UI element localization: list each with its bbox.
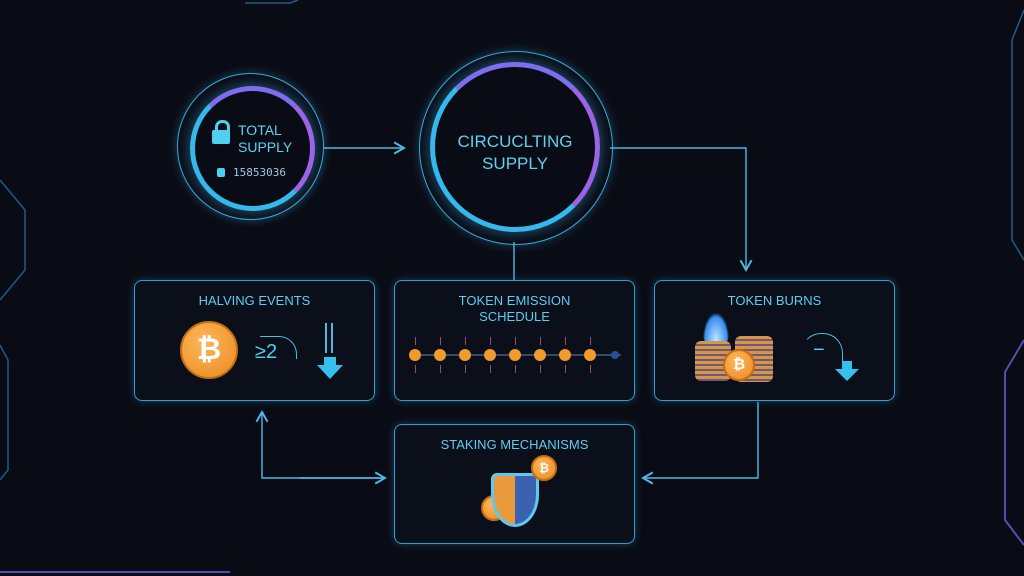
bitcoin-coin-icon: ₿ [531,455,557,481]
down-arrow-icon [835,361,859,381]
emission-tick [515,337,516,373]
circulating-supply-ring [430,62,600,232]
minus-sign: − [813,339,825,361]
title-line: TOKEN EMISSION [458,293,571,308]
shield-icon [491,473,539,527]
card-title: HALVING EVENTS [198,293,311,308]
bitcoin-coin-icon: ₿ [723,349,755,381]
emission-tick [415,337,416,373]
title-line: SCHEDULE [479,309,550,324]
circulating-supply-node[interactable] [419,51,613,245]
down-arrow-icon [317,323,343,383]
hexagon-decor [0,0,1024,481]
title-line: SUPPLY [238,139,293,155]
bitcoin-coin-icon: ₿ [180,321,238,379]
curved-arrow-icon [801,333,843,368]
total-supply-node[interactable] [177,73,324,220]
card-title: STAKING MECHANISMS [440,437,589,452]
flow-arrows [255,141,759,485]
halving-events-card[interactable]: HALVING EVENTS ₿ ≥2 [134,280,375,401]
emission-tick [590,337,591,373]
staking-mechanisms-card[interactable]: STAKING MECHANISMS ₿ [394,424,635,544]
emission-tick [440,337,441,373]
emission-tick [565,337,566,373]
emission-tick [465,337,466,373]
title-line: CIRCUCLTING [457,132,573,151]
lock-icon [212,120,230,144]
token-burns-card[interactable]: TOKEN BURNS ₿ − [654,280,895,401]
curved-arrow-icon [260,336,297,359]
title-line: TOTAL [238,122,282,138]
total-supply-title: TOTAL SUPPLY [238,122,292,156]
emission-end-node [611,351,619,359]
purple-decor [0,339,1024,573]
card-title: TOKEN BURNS [727,293,822,308]
emission-tick [540,337,541,373]
cube-icon [217,168,225,177]
circulating-supply-title: CIRCUCLTING SUPPLY [430,131,600,175]
title-line: SUPPLY [482,154,548,173]
total-supply-value: 15853036 [233,166,286,179]
emission-tick [490,337,491,373]
total-supply-ring [190,86,315,211]
